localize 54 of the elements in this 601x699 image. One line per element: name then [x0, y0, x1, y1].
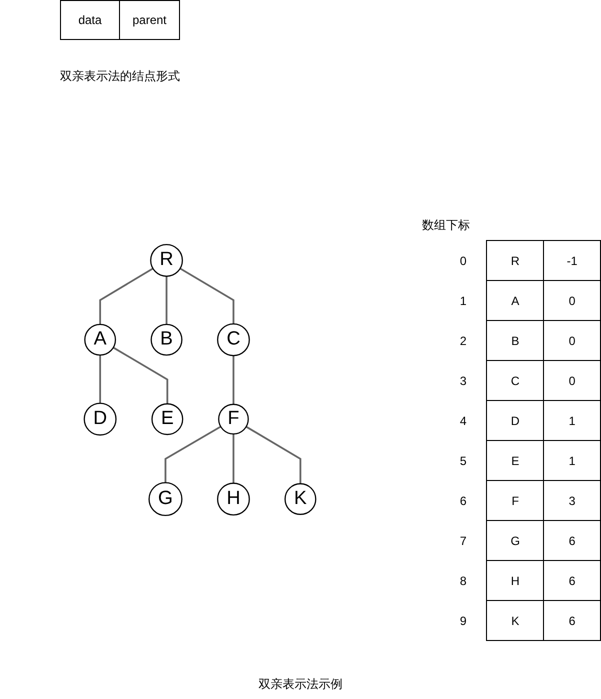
table-cell: H: [486, 560, 544, 600]
connector: [166, 276, 168, 324]
table-cell: 6: [544, 600, 600, 640]
table-cell: 1: [544, 440, 600, 480]
table-cell: F: [486, 480, 544, 520]
table-cell: 0: [544, 320, 600, 360]
table-cell: 0: [544, 280, 600, 320]
caption-text: 双亲表示法的结点形式: [60, 68, 180, 85]
node-circle: E: [151, 403, 184, 436]
table-cell: 6: [544, 560, 600, 600]
node-circle: R: [150, 244, 183, 277]
connector: [180, 268, 234, 324]
field-cell: parent: [120, 0, 180, 40]
node-circle: D: [84, 402, 117, 436]
index-number: 4: [440, 400, 487, 440]
index-number: 8: [440, 560, 487, 600]
node-circle: B: [150, 324, 182, 356]
table-cell: R: [486, 240, 544, 280]
node-circle: H: [217, 482, 250, 516]
table-cell: 1: [544, 400, 600, 440]
connector: [112, 346, 168, 404]
table-cell: E: [486, 440, 544, 480]
connector: [246, 426, 302, 484]
index-number: 3: [440, 360, 487, 400]
table-cell: 3: [544, 480, 600, 520]
index-number: 9: [440, 600, 487, 640]
index-number: 1: [440, 280, 487, 320]
table-cell: D: [486, 400, 544, 440]
connector: [99, 268, 154, 324]
table-cell: G: [486, 520, 544, 560]
connector: [232, 434, 234, 484]
index-number: 0: [440, 240, 487, 280]
node-circle: K: [284, 483, 316, 515]
column-heading: 数组下标: [422, 217, 470, 234]
table-cell: 0: [544, 360, 600, 400]
table-cell: C: [486, 360, 544, 400]
index-number: 6: [440, 480, 487, 520]
node-circle: C: [217, 323, 250, 356]
connector: [99, 355, 102, 404]
caption: 双亲表示法示例: [258, 676, 342, 693]
field-cell: data: [60, 0, 120, 40]
node-circle: F: [218, 404, 249, 435]
node-circle: A: [84, 324, 116, 356]
table-cell: 6: [544, 520, 600, 560]
table-cell: K: [486, 600, 544, 640]
table-cell: -1: [544, 240, 600, 280]
connector: [232, 356, 234, 404]
node-circle: G: [148, 482, 182, 516]
table-cell: B: [486, 320, 544, 360]
table-cell: A: [486, 280, 544, 320]
index-number: 2: [440, 320, 487, 360]
index-number: 7: [440, 520, 487, 560]
index-number: 5: [440, 440, 487, 480]
connector: [164, 426, 222, 483]
